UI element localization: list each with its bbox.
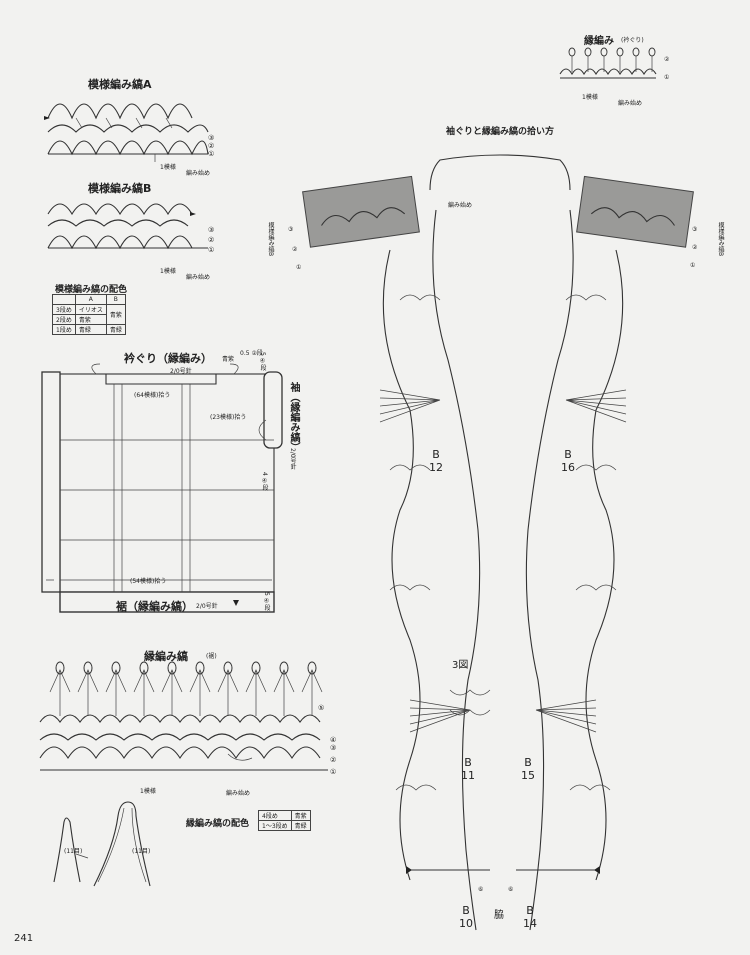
pattern-b-row-2: ② xyxy=(208,236,215,244)
pattern-b-row-1: ① xyxy=(208,246,215,254)
sleeve-label: 袖（縁編み縞） xyxy=(288,382,299,452)
edge-row-4: ④ xyxy=(330,736,337,744)
main-row-3-left: ③ xyxy=(288,226,294,233)
edge-row-1: ① xyxy=(330,768,337,776)
edge-knit-repeat: 1模様 xyxy=(582,94,598,101)
edge-knit-start: 編み始め xyxy=(618,100,643,107)
main-row-6-left: ⑥ xyxy=(478,886,484,893)
pattern-a-start: 編み始め xyxy=(186,170,211,177)
neck-label: 衿ぐり（縁編み） xyxy=(124,352,212,365)
pattern-a-chart xyxy=(44,103,209,162)
edge-row-5: ⑤ xyxy=(318,704,325,712)
left-side-label: 模様編み縞B xyxy=(267,222,274,257)
edge-row-2: ② xyxy=(330,756,337,764)
main-diagram-title: 袖ぐりと縁編み縞の拾い方 xyxy=(446,127,555,137)
edge-knit-row-2: ② xyxy=(664,56,670,63)
top-dim: 5 ④段 xyxy=(259,352,266,371)
pattern-a-row-1: ① xyxy=(208,150,215,158)
edge-color-table: 4段め青紫 1〜3段め青緑 xyxy=(258,810,311,831)
piece-b15: B 15 xyxy=(521,756,535,782)
neck-start-note: 編み始め xyxy=(448,202,473,209)
pattern-b-title: 模様編み縞B xyxy=(88,182,152,195)
pattern-b-repeat: 1模様 xyxy=(160,268,176,275)
neck-dim: 0.5 ②段 xyxy=(240,350,263,357)
pattern-a-row-3: ③ xyxy=(208,134,215,142)
main-pickup-diagram xyxy=(302,154,694,931)
sleeve-dim: 4 ④段 xyxy=(261,472,268,491)
main-row-1-left: ① xyxy=(296,264,302,271)
edge-stripe-chart xyxy=(39,661,328,771)
main-row-6-right: ⑥ xyxy=(508,886,514,893)
edge-start: 編み始め xyxy=(226,790,251,797)
color-table-title: 模様編み縞の配色 xyxy=(55,285,128,295)
edge-knit-chart xyxy=(559,47,657,79)
edge-stripe-sub: (裾) xyxy=(206,653,217,660)
edge-knit-title: 縁編み xyxy=(584,36,614,47)
piece-b10: B 10 xyxy=(459,904,473,930)
garment-schematic xyxy=(41,363,283,613)
edge-knit-sub: (衿ぐり) xyxy=(621,37,644,44)
pattern-b-start: 編み始め xyxy=(186,274,211,281)
neck-color: 青紫 xyxy=(222,356,235,363)
pattern-b-chart xyxy=(47,203,208,250)
piece-b16: B 16 xyxy=(561,448,575,474)
pattern-a-title: 模様編み縞A xyxy=(88,78,152,91)
edge-row-3: ③ xyxy=(330,744,337,752)
pickup-64: (64模様)拾う xyxy=(134,392,171,399)
small-label-left: (11目) xyxy=(64,848,83,855)
edge-stripe-title: 縁編み縞 xyxy=(144,650,188,663)
hem-dim: 5 ④段 xyxy=(263,592,270,611)
hem-label: 裾（縁編み縞） xyxy=(116,600,193,613)
small-join-diagram xyxy=(53,801,151,887)
hem-needle: 2/0号針 xyxy=(196,603,218,610)
main-row-3-right: ③ xyxy=(692,226,698,233)
right-side-label: 模様編み縞B xyxy=(717,222,724,257)
small-label-right: (11目) xyxy=(132,848,151,855)
pattern-b-row-3: ③ xyxy=(208,226,215,234)
pickup-23: (23模様)拾う xyxy=(210,414,247,421)
neck-needle: 2/0号針 xyxy=(170,368,192,375)
main-row-2-left: ② xyxy=(292,246,298,253)
sleeve-needle: 2/0号針 xyxy=(289,448,296,470)
main-row-2-right: ② xyxy=(692,244,698,251)
pattern-a-row-2: ② xyxy=(208,142,215,150)
edge-repeat: 1模様 xyxy=(140,788,156,795)
piece-b12: B 12 xyxy=(429,448,443,474)
piece-b14: B 14 xyxy=(523,904,537,930)
page-number: 241 xyxy=(14,933,34,944)
pickup-54: (54模様)拾う xyxy=(130,578,167,585)
figure-label: 3図 xyxy=(452,660,469,671)
piece-b11: B 11 xyxy=(461,756,475,782)
edge-knit-row-1: ① xyxy=(664,74,670,81)
side-label: 脇 xyxy=(494,910,504,921)
pattern-a-repeat: 1模様 xyxy=(160,164,176,171)
main-row-1-right: ① xyxy=(690,262,696,269)
edge-color-title: 縁編み縞の配色 xyxy=(186,819,250,829)
